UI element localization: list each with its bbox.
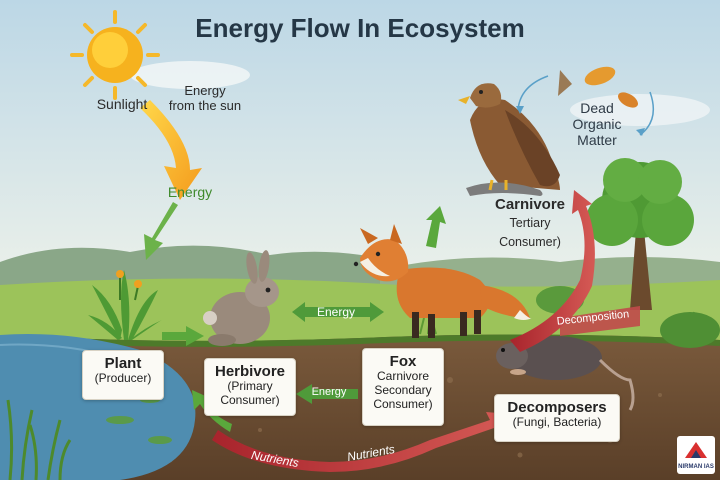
decomposition-banner <box>560 306 640 336</box>
carnivore-sub: Tertiary Consumer) <box>499 216 561 249</box>
brand-logo: NIRMAN IAS <box>677 436 715 474</box>
cloud <box>570 94 710 126</box>
rabbit-illustration <box>203 250 279 346</box>
herbivore-sub: (Primary Consumer) <box>220 379 280 408</box>
cloud <box>130 61 250 89</box>
plant-card: Plant (Producer) <box>82 350 164 400</box>
sunlight-label: Sunlight <box>96 96 148 112</box>
tree-illustration <box>586 158 694 310</box>
energy-arrow-plant-herbivore <box>162 326 204 346</box>
lily-pad <box>106 416 134 424</box>
nutrients-to-plant-arrow <box>192 390 232 432</box>
decomposers-sub: (Fungi, Bacteria) <box>512 415 602 430</box>
energy-arrow-rabbit-fox <box>292 302 384 322</box>
fox-illustration <box>353 224 532 338</box>
page-title: Energy Flow In Ecosystem <box>195 13 525 43</box>
carnivore-title: Carnivore <box>494 196 566 213</box>
energy-arrow-label-1: Energy <box>316 305 356 319</box>
hills <box>0 245 400 290</box>
plant-sub: (Producer) <box>94 371 152 386</box>
herbivore-card: Herbivore (Primary Consumer) <box>204 358 296 416</box>
energy-arrow-fox-herbivore <box>296 384 358 404</box>
plant-title: Plant <box>104 355 142 372</box>
logo-mark-icon <box>685 442 707 458</box>
logo-text: NIRMAN IAS <box>678 464 714 470</box>
energy-to-carnivore-arrow <box>426 206 446 248</box>
reeds <box>6 399 72 480</box>
energy-label: Energy <box>167 184 213 200</box>
fox-sub: Carnivore Secondary Consumer) <box>373 369 433 411</box>
carnivore-label: Carnivore Tertiary Consumer) <box>470 196 590 251</box>
nutrients-arrow <box>212 412 510 472</box>
sunlight-arrow <box>140 100 202 200</box>
herbivore-title: Herbivore <box>214 363 286 380</box>
decomposition-arrow <box>510 190 595 352</box>
dead-leaves-icon <box>558 66 638 108</box>
decomposers-card: Decomposers (Fungi, Bacteria) <box>494 394 620 442</box>
dead-organic-matter-label: Dead Organic Matter <box>572 100 622 149</box>
energy-arrow-label-2: Energy <box>311 386 347 398</box>
fox-title: Fox <box>389 353 417 370</box>
sun-icon <box>70 10 160 100</box>
energy-from-sun-label: Energy from the sun <box>168 83 242 113</box>
hawk-illustration <box>458 83 560 196</box>
decomposers-title: Decomposers <box>507 399 607 416</box>
energy-to-plant-arrow <box>144 202 178 260</box>
bush <box>660 312 720 348</box>
fox-card: Fox Carnivore Secondary Consumer) <box>362 348 444 426</box>
plant-illustration <box>88 270 162 340</box>
lily-pad <box>148 436 172 444</box>
